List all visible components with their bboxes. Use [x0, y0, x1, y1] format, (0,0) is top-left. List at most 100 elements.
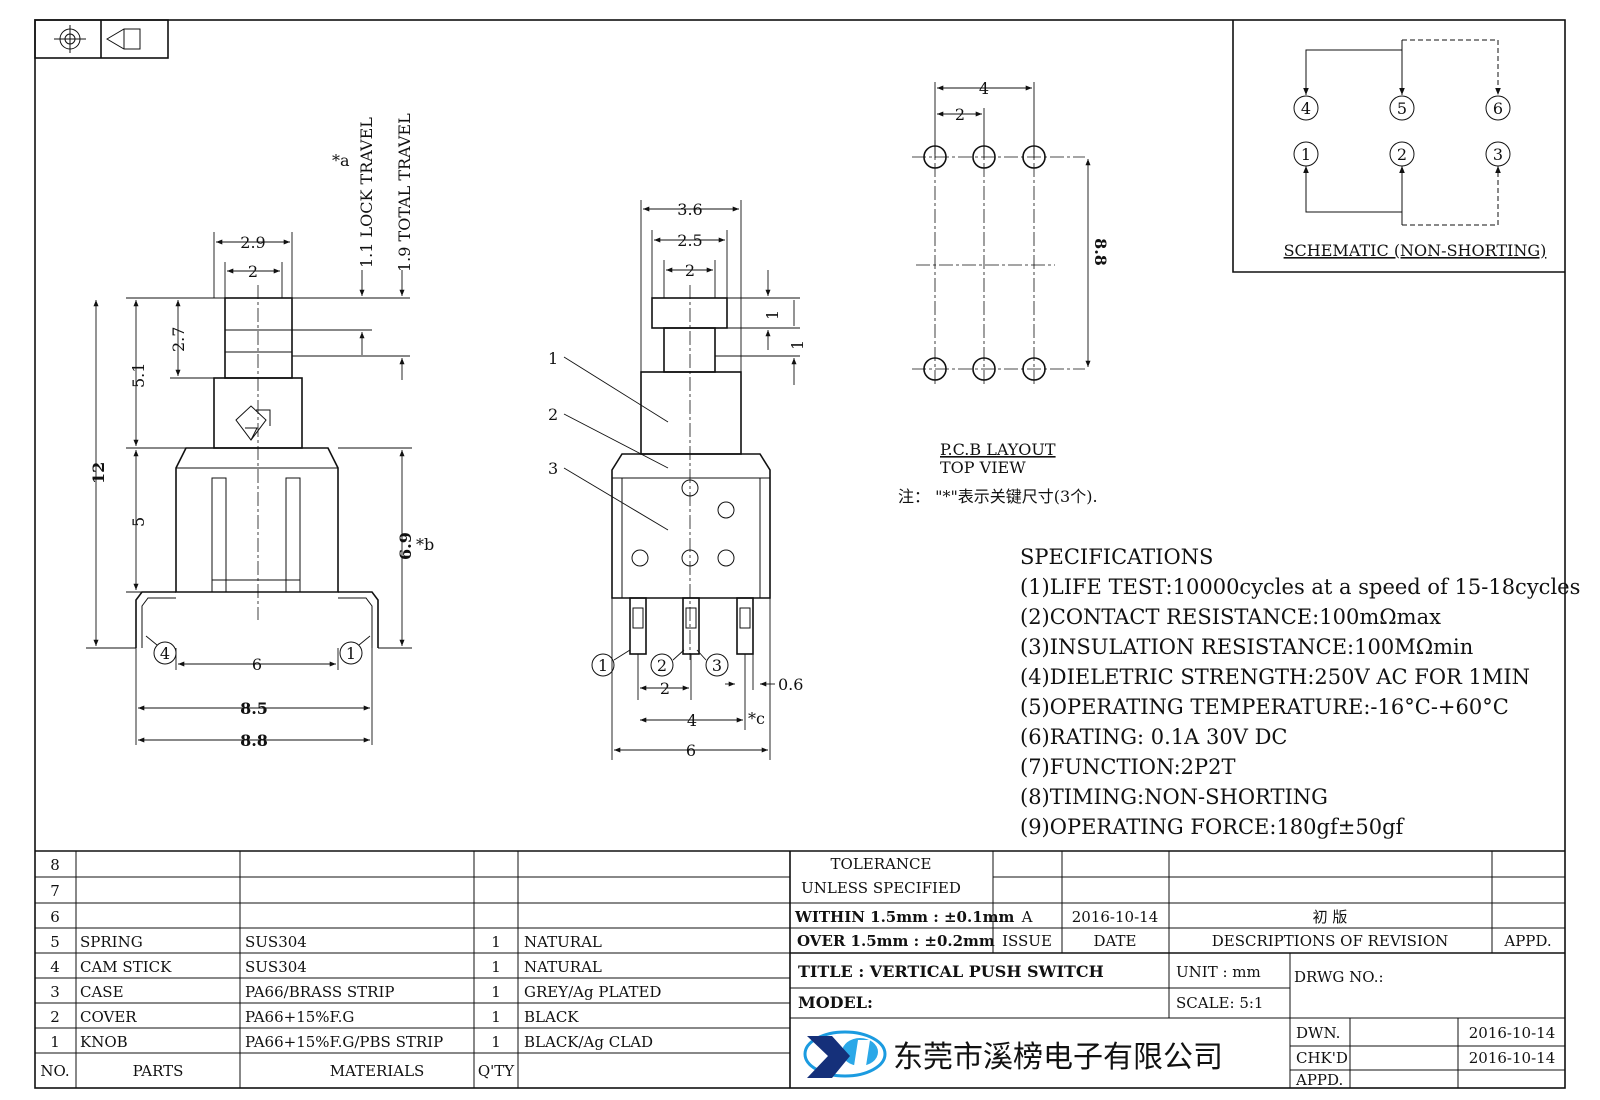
tolerance-within: WITHIN 1.5mm : ±0.1mm: [794, 908, 1015, 926]
svg-text:1: 1: [491, 1008, 501, 1026]
dim-pin-4: 4: [687, 711, 697, 730]
svg-text:SUS304: SUS304: [245, 933, 307, 951]
svg-text:COVER: COVER: [80, 1008, 137, 1026]
svg-text:SPRING: SPRING: [80, 933, 143, 951]
pcb-dim-2: 2: [955, 105, 965, 124]
table-header: NO. PARTS MATERIALS Q'TY: [40, 1062, 515, 1080]
spec-item: (9)OPERATING FORCE:180gf±50gf: [1020, 815, 1406, 839]
chkd-label: CHK'D: [1296, 1049, 1348, 1067]
schematic-pin-1: 1: [1301, 145, 1311, 164]
tolerance-label: UNLESS SPECIFIED: [801, 879, 961, 897]
spec-item: (7)FUNCTION:2P2T: [1020, 755, 1236, 779]
key-dim-a: *a: [332, 151, 350, 170]
specifications: SPECIFICATIONS (1)LIFE TEST:10000cycles …: [1020, 545, 1580, 839]
pcb-subtitle: TOP VIEW: [940, 458, 1026, 477]
svg-text:NO.: NO.: [40, 1062, 69, 1080]
pcb-dim-4: 4: [979, 79, 989, 98]
key-dim-b: *b: [416, 535, 434, 554]
spec-item: (4)DIELETRIC STRENGTH:250V AC FOR 1MIN: [1020, 665, 1530, 689]
pcb-layout: 4 2 8.8 P.C.B LAYOUT TOP VIEW 注： "*"表示关键…: [898, 79, 1110, 506]
svg-text:1: 1: [491, 983, 501, 1001]
front-view: 1 2 3 1 2 3 3.6 2.5 2 1: [548, 200, 807, 760]
specifications-heading: SPECIFICATIONS: [1020, 545, 1213, 569]
dwn-date: 2016-10-14: [1469, 1024, 1555, 1042]
chkd-date: 2016-10-14: [1469, 1049, 1555, 1067]
svg-text:PA66/BRASS STRIP: PA66/BRASS STRIP: [245, 983, 395, 1001]
front-pin-3: 3: [712, 656, 722, 675]
appd-sign-label: APPD.: [1295, 1071, 1343, 1089]
table-row: 4 CAM STICK SUS304 1 NATURAL: [50, 958, 602, 976]
schematic-pin-3: 3: [1493, 145, 1503, 164]
dim-2: 2: [248, 262, 258, 281]
table-row: 1 KNOB PA66+15%F.G/PBS STRIP 1 BLACK/Ag …: [50, 1033, 653, 1051]
svg-text:3: 3: [50, 983, 60, 1001]
front-pin-2: 2: [657, 656, 667, 675]
drawing-number-label: DRWG NO.:: [1294, 968, 1384, 986]
revision-description: 初 版: [1313, 908, 1348, 926]
dim-8-8: 8.8: [240, 731, 268, 750]
schematic-title: SCHEMATIC (NON-SHORTING): [1284, 241, 1547, 260]
table-row: 5 SPRING SUS304 1 NATURAL: [50, 933, 602, 951]
svg-text:SUS304: SUS304: [245, 958, 307, 976]
title-block: TOLERANCE UNLESS SPECIFIED WITHIN 1.5mm …: [790, 851, 1565, 1089]
tolerance-label: TOLERANCE: [831, 855, 932, 873]
side-view: 4 1 2.9 2 1.1 LOCK TRAVEL 1.9 TOTAL TRAV…: [86, 113, 434, 750]
pin-label-4: 4: [145, 635, 177, 665]
table-row: 3 CASE PA66/BRASS STRIP 1 GREY/Ag PLATED: [50, 983, 661, 1001]
svg-text:PA66+15%F.G/PBS STRIP: PA66+15%F.G/PBS STRIP: [245, 1033, 443, 1051]
svg-text:1: 1: [50, 1033, 60, 1051]
dim-2-5: 2.5: [677, 231, 702, 250]
company-name: 东莞市溪榜电子有限公司: [893, 1040, 1223, 1075]
sheet-border: [34, 19, 1566, 1089]
lock-travel-label: 1.1 LOCK TRAVEL: [357, 117, 376, 268]
schematic-pin-5: 5: [1397, 99, 1407, 118]
spec-item: (5)OPERATING TEMPERATURE:-16°C-+60°C: [1020, 695, 1509, 719]
svg-text:BLACK/Ag CLAD: BLACK/Ag CLAD: [524, 1033, 653, 1051]
spec-item: (1)LIFE TEST:10000cycles at a speed of 1…: [1020, 575, 1580, 599]
projection-symbol: [34, 19, 169, 59]
schematic-pin-6: 6: [1493, 99, 1503, 118]
unit: UNIT : mm: [1176, 963, 1261, 981]
row-no: 7: [50, 882, 60, 900]
svg-text:CASE: CASE: [80, 983, 124, 1001]
tolerance-over: OVER 1.5mm : ±0.2mm: [797, 932, 995, 950]
date-value: 2016-10-14: [1072, 908, 1158, 926]
drawing-title: TITLE : VERTICAL PUSH SWITCH: [798, 962, 1104, 981]
svg-text:1: 1: [491, 1033, 501, 1051]
spec-item: (2)CONTACT RESISTANCE:100mΩmax: [1020, 605, 1441, 629]
callout-1: 1: [548, 349, 558, 368]
svg-text:CAM STICK: CAM STICK: [80, 958, 172, 976]
svg-text:NATURAL: NATURAL: [524, 933, 602, 951]
svg-text:1: 1: [491, 933, 501, 951]
svg-text:5: 5: [50, 933, 60, 951]
schematic-pin-4: 4: [1301, 99, 1311, 118]
key-dimension-note: 注： "*"表示关键尺寸(3个).: [898, 487, 1098, 506]
svg-text:1: 1: [491, 958, 501, 976]
svg-text:MATERIALS: MATERIALS: [330, 1062, 425, 1080]
parts-table: 8 7 6 5 SPRING SUS304 1 NATURAL 4 CAM ST…: [35, 850, 1565, 1088]
issue-value: A: [1021, 908, 1033, 926]
dwn-label: DWN.: [1296, 1024, 1340, 1042]
callout-2: 2: [548, 405, 558, 424]
svg-text:PARTS: PARTS: [133, 1062, 184, 1080]
svg-text:GREY/Ag PLATED: GREY/Ag PLATED: [524, 983, 661, 1001]
schematic-pin-2: 2: [1397, 145, 1407, 164]
appd-label: APPD.: [1503, 932, 1551, 950]
company-logo: [803, 1030, 887, 1078]
svg-text:2: 2: [50, 1008, 60, 1026]
svg-text:KNOB: KNOB: [80, 1033, 128, 1051]
key-dim-c: *c: [748, 709, 765, 728]
spec-item: (3)INSULATION RESISTANCE:100MΩmin: [1020, 635, 1473, 659]
svg-text:PA66+15%F.G: PA66+15%F.G: [245, 1008, 354, 1026]
revision-description-label: DESCRIPTIONS OF REVISION: [1212, 932, 1449, 950]
pin-label-1: 1: [339, 635, 371, 665]
dim-2-7: 2.7: [169, 327, 188, 352]
schematic: 4 5 6 1 2 3 SCHEMATIC (NON-SHORTING): [1232, 20, 1565, 273]
dim-5: 5: [129, 517, 148, 527]
issue-label: ISSUE: [1002, 932, 1052, 950]
table-row: 2 COVER PA66+15%F.G 1 BLACK: [50, 1008, 579, 1026]
model-label: MODEL:: [798, 993, 873, 1012]
svg-text:Q'TY: Q'TY: [478, 1062, 515, 1080]
dim-1b: 1: [788, 340, 807, 350]
